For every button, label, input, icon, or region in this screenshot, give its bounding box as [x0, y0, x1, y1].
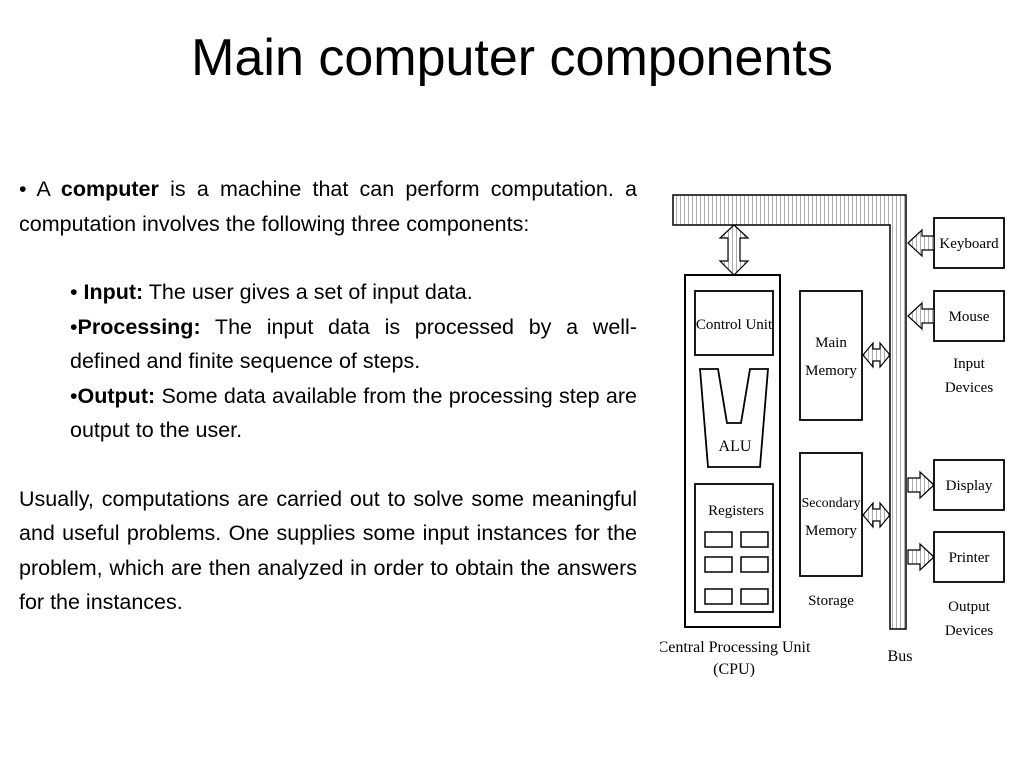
component-text: The input data is processed by a well-de…	[70, 314, 637, 374]
system-bus	[672, 194, 907, 630]
printer-label: Printer	[949, 550, 990, 566]
component-text: Some data available from the processing …	[70, 383, 637, 443]
display-bus-arrow	[907, 470, 935, 500]
secondary-memory-bus-arrow	[862, 501, 891, 529]
main-memory-bus-arrow	[862, 341, 891, 369]
register-cell	[704, 531, 733, 548]
component-bullet: •	[70, 280, 84, 304]
alu-label: ALU	[719, 438, 752, 455]
control-unit-label: Control Unit	[696, 317, 773, 333]
cpu-label-line1: Central Processing Unit	[660, 639, 811, 656]
cpu-bus-arrow	[718, 224, 750, 276]
intro-paragraph: • A computer is a machine that can perfo…	[19, 172, 637, 241]
output-devices-label-line2: Devices	[945, 623, 993, 639]
register-cell	[740, 556, 769, 573]
spacer	[19, 241, 637, 275]
output-devices-label-line1: Output	[948, 599, 991, 615]
text-column: • A computer is a machine that can perfo…	[19, 172, 637, 620]
keyboard-label: Keyboard	[939, 236, 999, 252]
component-term: Processing:	[77, 314, 201, 339]
computer-components-diagram: Bus Control Unit ALU Registers Central P…	[660, 194, 1005, 678]
closing-paragraph: Usually, computations are carried out to…	[19, 486, 637, 615]
spacer	[19, 448, 637, 482]
mouse-bus-arrow	[907, 301, 935, 331]
input-devices-label-line1: Input	[953, 356, 985, 372]
mouse-label: Mouse	[949, 309, 990, 325]
component-processing: •Processing: The input data is processed…	[70, 310, 637, 379]
main-memory-label-line1: Main	[815, 335, 847, 351]
keyboard-bus-arrow	[907, 228, 935, 258]
register-cell	[740, 588, 769, 605]
component-bullet: •	[70, 383, 78, 408]
component-text: The user gives a set of input data.	[143, 280, 473, 304]
secondary-memory-label-line1: Secondary	[801, 496, 860, 511]
display-label: Display	[946, 478, 993, 494]
register-cell	[704, 588, 733, 605]
secondary-memory-label-line2: Memory	[805, 523, 857, 539]
secondary-memory-box	[799, 452, 863, 577]
intro-pre: A	[26, 177, 61, 201]
cpu-box	[684, 274, 781, 628]
bus-label: Bus	[888, 648, 913, 665]
component-term: Input:	[83, 280, 144, 304]
main-memory-box	[799, 290, 863, 421]
slide-title: Main computer components	[191, 29, 833, 87]
registers-box	[694, 483, 774, 613]
component-bullet: •	[70, 314, 78, 339]
intro-bold-term: computer	[60, 177, 159, 201]
register-cell	[704, 556, 733, 573]
control-unit-box	[694, 290, 774, 356]
component-term: Output:	[77, 383, 156, 408]
component-input: • Input: The user gives a set of input d…	[70, 275, 637, 310]
input-devices-label-line2: Devices	[945, 380, 993, 396]
register-cell	[740, 531, 769, 548]
component-output: •Output: Some data available from the pr…	[70, 379, 637, 448]
storage-label: Storage	[808, 593, 854, 609]
registers-label: Registers	[708, 503, 764, 519]
alu-shape	[699, 368, 769, 468]
intro-post: is a machine that can perform computatio…	[19, 177, 637, 236]
main-memory-label-line2: Memory	[805, 363, 857, 379]
printer-bus-arrow	[907, 542, 935, 572]
intro-bullet: •	[19, 177, 27, 201]
cpu-label-line2: (CPU)	[713, 661, 755, 678]
